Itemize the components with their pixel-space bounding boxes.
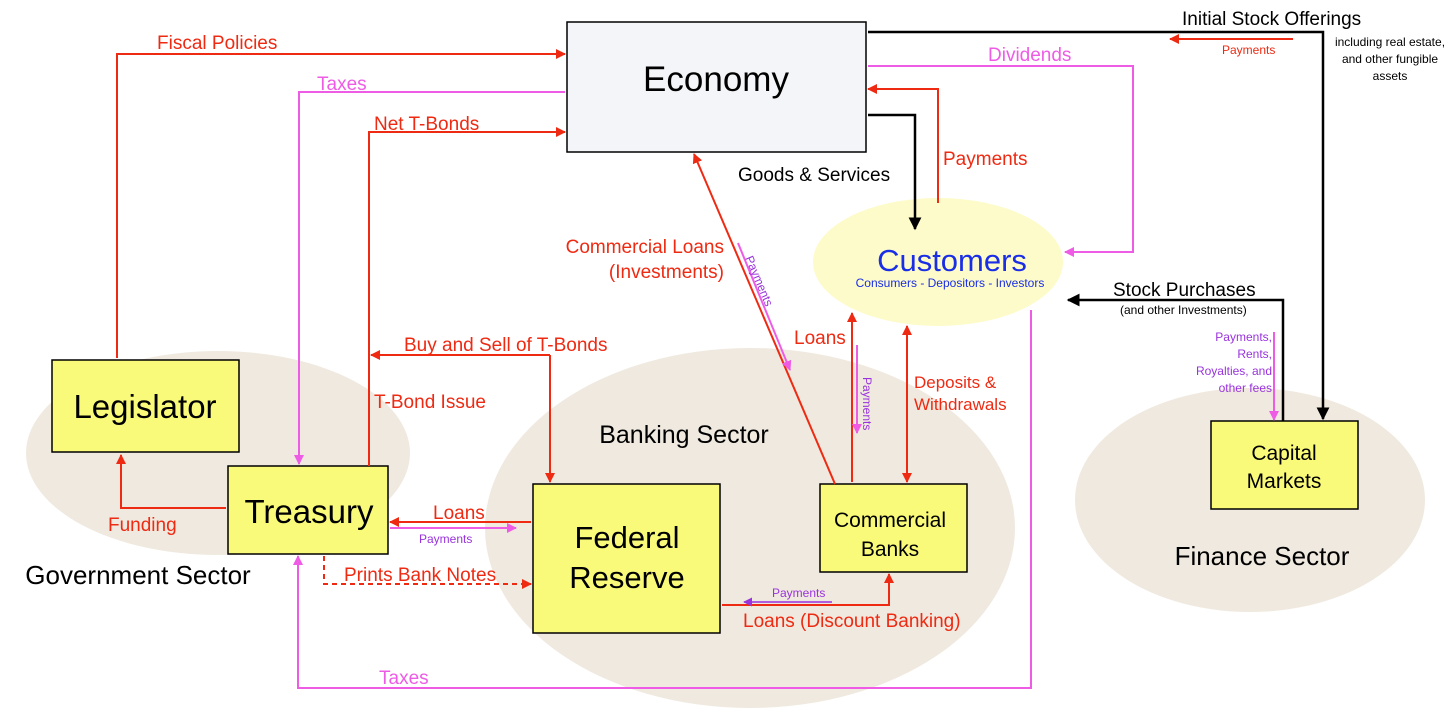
treasury-payments-label: Payments [419,532,472,546]
commercial-loan-payments-arrow [737,242,792,371]
customer-payments-arrow [867,84,939,203]
initial-stock-offerings-label: Initial Stock Offerings [1182,9,1361,30]
economy-box [566,21,867,153]
taxes-top-label: Taxes [317,74,367,95]
payments-customers-label: Payments [943,149,1027,170]
prints-bank-notes-arrow [323,556,532,589]
ipo-note-line1: including real estate, [1335,35,1445,49]
finance-sector-label: Finance Sector [1175,541,1350,571]
treasury-label: Treasury [245,493,374,530]
funding-label: Funding [108,515,177,536]
loans-customers-label: Loans [794,328,846,349]
ipo-note-line3: assets [1373,69,1408,83]
stock-purchases-arrow [1066,293,1285,421]
federal-reserve-box [532,483,721,634]
stock-purchases-note: (and other Investments) [1120,303,1247,317]
ipo-note-line2: and other fungible [1342,52,1438,66]
federal-reserve-label-line2: Reserve [569,560,684,595]
customers-region [813,198,1063,326]
commercial-loans-label-line2: (Investments) [609,262,724,283]
fiscal-policies-label: Fiscal Policies [157,33,277,54]
commercial-banks-label-line2: Banks [861,538,919,561]
capital-payments-label-line1: Payments, [1215,330,1272,344]
dividends-arrow [868,65,1134,257]
economy-label: Economy [643,60,789,99]
commercial-banks-box [819,483,968,573]
goods-services-arrow [868,113,922,231]
capital-markets-box [1210,420,1359,510]
capital-payments-label-line2: Rents, [1237,347,1272,361]
funding-arrow [116,454,226,509]
government-sector-label: Government Sector [25,560,251,590]
capital-payments-label-line4: other fees [1219,381,1272,395]
capital-payments-label-line3: Royalties, and [1196,364,1272,378]
treasury-box [227,465,389,555]
legislator-box [51,359,240,453]
fiscal-policies-arrow [116,49,566,358]
treasury-loans-label: Loans [433,503,485,524]
deposits-label-line2: Withdrawals [914,395,1007,414]
initial-stock-offerings-arrow [868,30,1330,421]
taxes-bottom-arrow [293,310,1032,689]
capital-markets-label-line1: Capital [1251,442,1316,465]
prints-bank-notes-label: Prints Bank Notes [344,565,496,586]
taxes-bottom-label: Taxes [379,668,429,689]
legislator-label: Legislator [73,388,216,425]
ipo-payments-label: Payments [1222,43,1275,57]
discount-loans-label: Loans (Discount Banking) [743,611,961,632]
banking-sector-label: Banking Sector [599,421,769,449]
discount-loans-arrow [722,573,894,606]
capital-markets-label-line2: Markets [1247,470,1322,493]
deposits-label-line1: Deposits & [914,373,997,392]
taxes-top-arrow [294,91,565,465]
commercial-banks-label-line1: Commercial [834,509,946,532]
customers-label: Customers [877,243,1027,278]
net-t-bonds-label: Net T-Bonds [374,114,479,135]
discount-payments-label: Payments [772,586,825,600]
loan-payments-label: Payments [860,377,874,430]
federal-reserve-label-line1: Federal [574,520,679,555]
customers-subtitle: Consumers - Depositors - Investors [856,276,1045,290]
commercial-loans-arrow [692,153,836,485]
commercial-loans-label-line1: Commercial Loans [566,237,724,258]
goods-services-label: Goods & Services [738,165,890,186]
buy-sell-t-bonds-label: Buy and Sell of T-Bonds [404,335,608,356]
stock-purchases-label: Stock Purchases [1113,280,1256,301]
t-bond-issue-arrow [368,127,566,466]
t-bond-issue-label: T-Bond Issue [374,392,486,413]
dividends-label: Dividends [988,45,1071,66]
